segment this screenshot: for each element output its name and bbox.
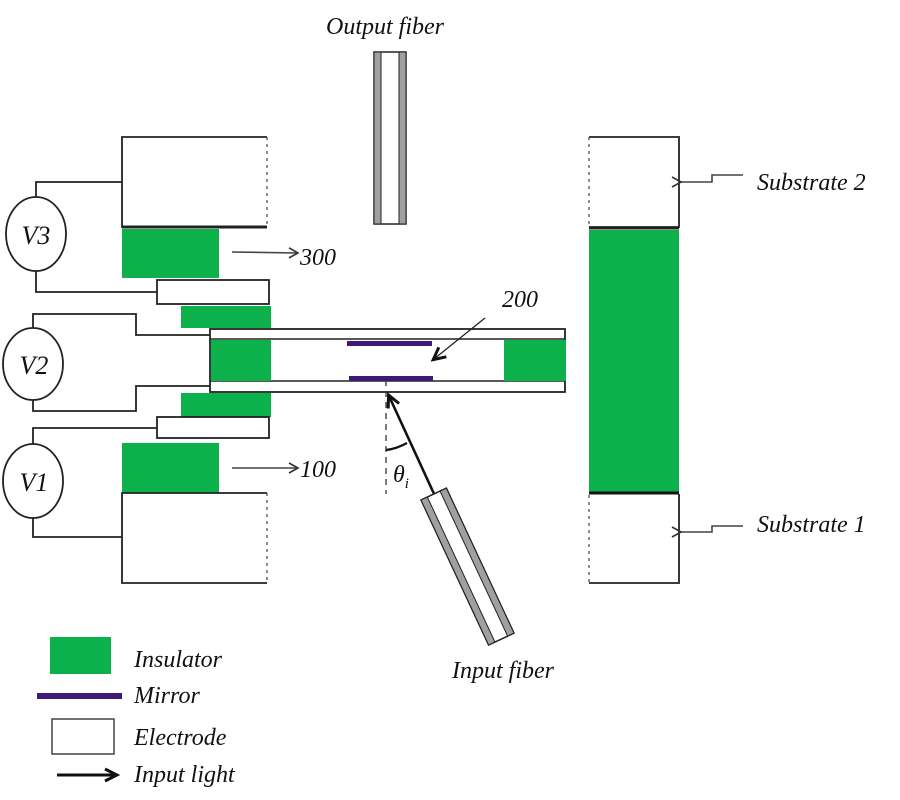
insulator-200-right <box>504 340 566 381</box>
legend: Insulator Mirror Electrode Input light <box>37 637 236 788</box>
legend-swatch-mirror <box>37 693 122 699</box>
callout-arrow-substrate-2 <box>681 174 743 182</box>
insulator-300-lower <box>181 306 271 328</box>
voltage-source-label: V3 <box>22 221 51 250</box>
insulator-300 <box>122 229 219 278</box>
electrode-300-lower <box>156 279 270 305</box>
legend-swatch-electrode <box>51 718 115 755</box>
callout-arrow-300 <box>231 252 298 253</box>
electrode-100-upper <box>156 416 270 439</box>
wire-v2-top <box>32 313 210 336</box>
legend-label: Electrode <box>133 725 227 751</box>
substrate-1 <box>589 494 680 584</box>
input-fiber <box>420 487 515 647</box>
input-fiber-cladding-right <box>439 487 515 637</box>
substrate-column <box>588 136 680 584</box>
wire-v3-bottom <box>35 271 157 293</box>
legend-label: Insulator <box>133 647 223 673</box>
wire-v1-bottom <box>32 518 122 538</box>
voltage-source-label: V2 <box>20 351 49 380</box>
callout-arrow-substrate-1 <box>681 525 743 532</box>
substrate-2 <box>589 136 680 228</box>
top-electrode <box>121 136 267 228</box>
voltage-source-icon <box>5 196 67 272</box>
mirror-bottom <box>349 376 433 381</box>
voltage-source-v1: V1 <box>2 443 64 519</box>
ref-label-300: 300 <box>299 245 336 271</box>
output-fiber-label: Output fiber <box>326 14 445 40</box>
incidence-angle-label: θi <box>393 462 409 492</box>
legend-label: Mirror <box>133 683 200 709</box>
electrode-stack-300 <box>121 136 271 328</box>
incidence-angle-arc <box>385 442 408 452</box>
input-light-arrow <box>389 396 437 497</box>
theta-symbol: θ <box>393 462 405 488</box>
bottom-electrode <box>121 492 267 584</box>
theta-subscript: i <box>405 476 409 492</box>
device-200 <box>209 328 566 393</box>
voltage-source-v2: V2 <box>2 327 64 401</box>
wire-v1-top <box>32 427 157 444</box>
input-fiber-outline <box>420 487 515 647</box>
wiring <box>32 181 210 538</box>
ref-label-200: 200 <box>502 287 538 313</box>
legend-item-input-light: Input light <box>57 762 236 788</box>
mirror-top <box>347 341 432 346</box>
ref-label-100: 100 <box>300 457 336 483</box>
insulator-100-upper <box>181 393 271 417</box>
legend-item-electrode: Electrode <box>51 718 227 755</box>
substrate-2-label: Substrate 2 <box>757 170 866 196</box>
legend-item-mirror: Mirror <box>37 683 200 709</box>
legend-label: Input light <box>133 762 236 788</box>
electrode-stack-100 <box>121 393 271 584</box>
voltage-source-label: V1 <box>20 468 49 497</box>
substrate-1-label: Substrate 1 <box>757 512 866 538</box>
legend-swatch-insulator <box>50 637 111 674</box>
insulator-substrate-gap <box>589 230 679 493</box>
wire-v3-top <box>35 181 122 198</box>
wire-v2-bottom <box>32 385 210 412</box>
legend-item-insulator: Insulator <box>50 637 223 674</box>
callout-arrow-200 <box>434 317 486 359</box>
output-fiber-cladding-right <box>398 51 407 225</box>
input-fiber-cladding-left <box>420 496 496 646</box>
insulator-200-left <box>211 340 271 381</box>
output-fiber <box>373 51 407 225</box>
voltage-source-icon <box>2 443 64 519</box>
insulator-100 <box>122 443 219 493</box>
output-fiber-cladding-left <box>373 51 382 225</box>
input-fiber-label: Input fiber <box>451 658 555 684</box>
voltage-source-v3: V3 <box>5 196 67 272</box>
voltage-source-icon <box>2 327 64 401</box>
